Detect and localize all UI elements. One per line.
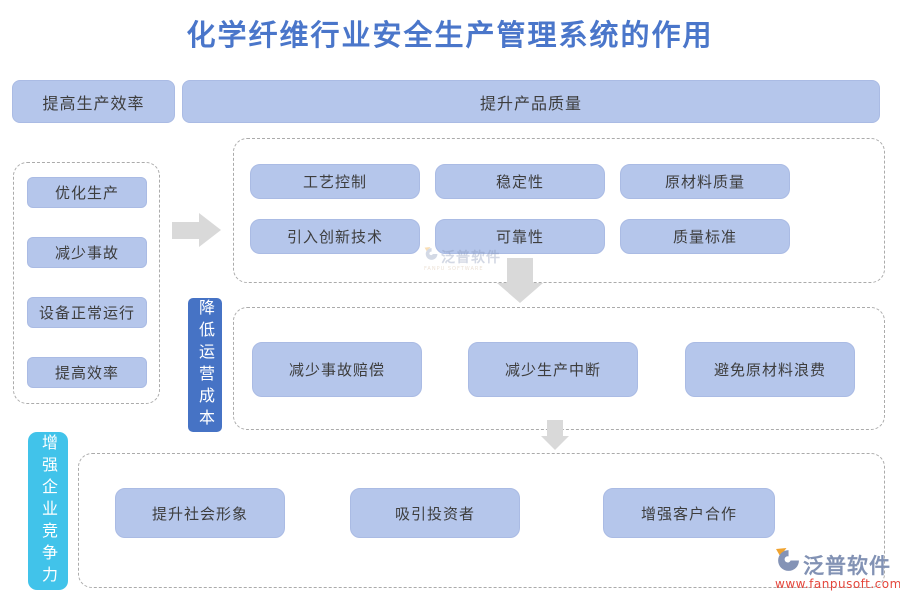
node-introduce-innovation: 引入创新技术 [250,219,420,254]
node-equipment-normal-operation: 设备正常运行 [27,297,147,328]
page-title: 化学纤维行业安全生产管理系统的作用 [186,18,714,52]
fanpu-logo-name: 泛普软件 [803,554,891,578]
arrow-right-shaft [172,222,199,239]
node-avoid-material-waste: 避免原材料浪费 [685,342,855,397]
label-enhance-competitiveness: 增强企业竞争力 [28,432,68,590]
group-production-benefits [13,162,160,404]
label-reduce-operating-cost: 降低运营成本 [188,298,222,432]
watermark-name: 泛普软件 [441,250,501,266]
arrow-down-2-icon [541,436,569,450]
group-competitiveness-benefits [78,453,885,588]
fanpu-logo-icon [775,548,800,577]
group-quality-factors [233,138,885,283]
node-reduce-accident-compensation: 减少事故赔偿 [252,342,422,397]
node-attract-investors: 吸引投资者 [350,488,520,538]
node-raise-efficiency: 提高效率 [27,357,147,388]
arrow-right-icon [199,213,221,247]
fanpu-logo: 泛普软件 www.fanpusoft.com [775,548,900,591]
node-improve-quality: 提升产品质量 [182,80,880,123]
node-enhance-customer-cooperation: 增强客户合作 [603,488,775,538]
arrow-down-1-icon [497,283,543,303]
arrow-down-1-shaft [507,258,533,283]
fanpu-logo-url: www.fanpusoft.com [775,577,900,591]
node-raw-material-quality: 原材料质量 [620,164,790,199]
node-reduce-accidents: 减少事故 [27,237,147,268]
node-quality-standard: 质量标准 [620,219,790,254]
watermark-subtitle: FANPU SOFTWARE [424,266,484,272]
arrow-down-2-shaft [547,420,563,436]
fanpu-logo-icon [424,246,438,265]
node-reliability: 可靠性 [435,219,605,254]
watermark: 泛普软件 FANPU SOFTWARE [424,246,501,272]
node-reduce-production-interruption: 减少生产中断 [468,342,638,397]
node-stability: 稳定性 [435,164,605,199]
node-improve-social-image: 提升社会形象 [115,488,285,538]
node-improve-efficiency: 提高生产效率 [12,80,175,123]
node-optimize-production: 优化生产 [27,177,147,208]
node-process-control: 工艺控制 [250,164,420,199]
